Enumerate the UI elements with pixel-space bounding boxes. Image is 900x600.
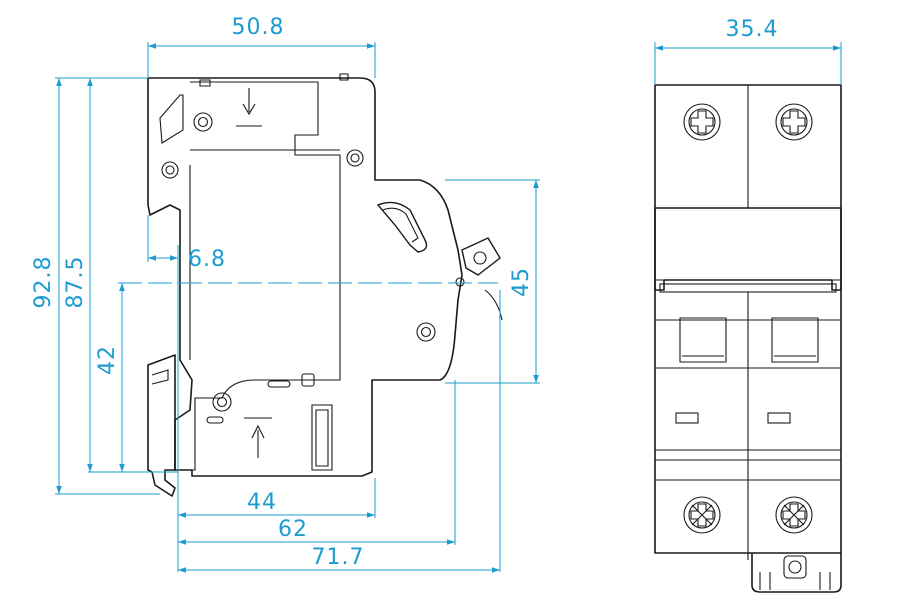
front-indicator-left	[675, 412, 699, 424]
side-screw-bottom	[212, 392, 232, 412]
side-slot-1	[267, 380, 291, 388]
side-screw-mid	[161, 161, 179, 179]
side-view: 50.8 92.8 87.5 42 6.8 45 44 62 71.7	[31, 15, 540, 573]
front-indicator-right	[767, 412, 791, 424]
dim-label-6-8: 6.8	[188, 247, 226, 272]
dim-label-42: 42	[95, 345, 120, 375]
side-inner-panel	[190, 81, 341, 471]
side-din-clip	[147, 354, 176, 497]
front-clip-ribs	[759, 572, 831, 590]
side-top-clip	[159, 94, 184, 144]
dim-label-45: 45	[509, 267, 534, 297]
side-handle-inner	[382, 207, 419, 243]
front-screw-bottom-left	[683, 496, 721, 534]
dim-label-50-8: 50.8	[232, 15, 285, 40]
front-lever-left	[679, 317, 727, 363]
front-lever-right	[771, 317, 819, 363]
side-up-arrow	[244, 417, 272, 458]
side-screw-lower	[416, 322, 436, 342]
front-clip-hole	[783, 555, 807, 579]
side-slot-2	[301, 373, 315, 387]
side-screw-right	[346, 149, 364, 167]
front-screw-top-left	[683, 103, 721, 141]
dim-label-92-8: 92.8	[31, 256, 56, 309]
front-clip-ring	[788, 560, 802, 574]
front-view: 35.4	[654, 17, 842, 593]
side-handle-arc	[484, 289, 503, 321]
front-handle-bar	[659, 283, 837, 293]
side-screw-top	[193, 112, 213, 132]
dim-label-35-4: 35.4	[726, 17, 779, 42]
front-din-clip	[751, 553, 842, 593]
side-din-clip-inner	[151, 369, 169, 385]
side-right-latch	[311, 404, 333, 471]
side-slot-3	[206, 416, 224, 424]
side-pivot-point	[455, 277, 465, 287]
side-handle	[376, 201, 428, 253]
side-handle-knob	[461, 237, 501, 276]
dim-label-44: 44	[247, 490, 277, 515]
front-handle-block	[654, 207, 842, 291]
front-screw-bottom-right	[775, 496, 813, 534]
side-down-arrow	[236, 88, 262, 127]
dim-label-87-5: 87.5	[63, 256, 88, 309]
dim-label-71-7: 71.7	[312, 545, 365, 570]
side-top-notch	[199, 73, 349, 87]
side-inner-frame	[189, 149, 340, 360]
dim-label-62: 62	[278, 517, 308, 542]
side-handle-pivot	[473, 251, 487, 265]
front-screw-top-right	[775, 103, 813, 141]
